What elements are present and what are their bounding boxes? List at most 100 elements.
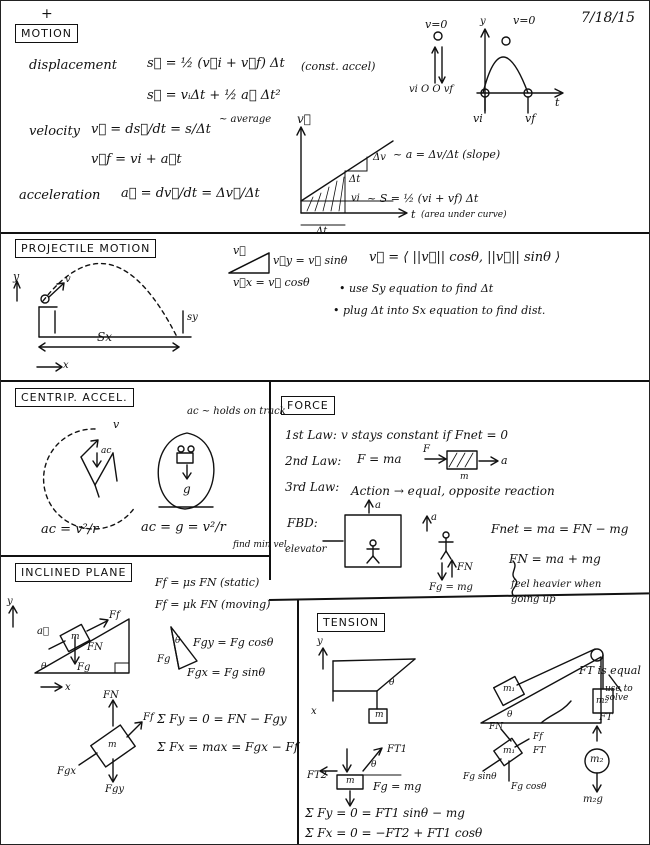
tension-ft1: FT1 bbox=[387, 744, 407, 755]
tension-axis-y: y bbox=[317, 636, 323, 647]
centrip-eq-2: ac = g = v²/r bbox=[141, 520, 226, 535]
fbd-incline-ff: Ff bbox=[143, 712, 154, 723]
velocity-eq: v⃗ = ds⃗/dt = s/Δt bbox=[91, 122, 211, 137]
triangle-v: v⃗ bbox=[233, 244, 246, 257]
graph-vi: vi bbox=[351, 193, 360, 204]
force-law2: F = ma bbox=[357, 452, 402, 466]
tension-theta: θ bbox=[389, 678, 395, 688]
fig-vi: vi bbox=[473, 112, 483, 125]
ff-static: Ff = μs FN (static) bbox=[155, 576, 260, 589]
ff-moving: Ff = μk FN (moving) bbox=[155, 598, 271, 611]
force-law3: Action → equal, opposite reaction bbox=[351, 484, 555, 498]
incline-sum-fy: Σ Fy = 0 = FN − Fgy bbox=[157, 712, 287, 726]
proj-label-v: v bbox=[65, 274, 71, 285]
fig-vi-vf: vi O O vf bbox=[409, 84, 454, 95]
proj-label-sy: sy bbox=[187, 312, 198, 323]
section-divider bbox=[1, 380, 649, 382]
tension-ft-note-2: use to solve bbox=[605, 684, 633, 703]
graph-area-note: (area under curve) bbox=[421, 210, 507, 220]
section-divider-vertical bbox=[297, 599, 299, 844]
centrip-ac: ac bbox=[101, 446, 112, 456]
velocity-vector-eq: v⃗ = ⟨ ||v⃗|| cosθ, ||v⃗|| sinθ ⟩ bbox=[369, 250, 561, 265]
centrip-ac-note: ac ~ holds on track bbox=[187, 406, 286, 417]
fbd-fg: Fg = mg bbox=[429, 582, 473, 593]
fbd-incline-m: m bbox=[108, 740, 117, 750]
graph-dt-bottom: Δt bbox=[316, 227, 327, 237]
fbd-a: a bbox=[375, 500, 381, 511]
law2-a: a bbox=[501, 454, 508, 467]
displacement-eq-1-note: (const. accel) bbox=[301, 60, 376, 73]
centrip-g: g bbox=[183, 482, 191, 496]
velocity-note: ~ average bbox=[219, 114, 272, 125]
tension-ff: Ff bbox=[533, 732, 543, 742]
tension-fg: Fg = mg bbox=[373, 780, 422, 793]
fbd-incline-fgx: Fgx bbox=[57, 766, 76, 777]
fnet-eq: Fnet = ma = FN − mg bbox=[491, 522, 629, 536]
fig-v0-top: v=0 bbox=[513, 14, 536, 27]
tension-ft: FT bbox=[599, 712, 613, 723]
graph-slope: ~ a = Δv/Δt (slope) bbox=[393, 148, 501, 161]
centrip-eq-1: ac = v²/r bbox=[41, 522, 99, 537]
force-law1: v stays constant if Fnet = 0 bbox=[341, 428, 509, 442]
proj-bullet-1-text: use Sy equation to find Δt bbox=[349, 282, 494, 295]
proj-bullet-2-text: plug Δt into Sx equation to find dist. bbox=[343, 304, 546, 317]
tension-theta-2: θ bbox=[371, 760, 377, 770]
section-divider-vertical bbox=[269, 380, 271, 580]
triangle-vx: v⃗x = v⃗ cosθ bbox=[233, 276, 310, 289]
tension-m2g: m₂g bbox=[583, 794, 603, 805]
proj-bullet-1: • use Sy equation to find Δt bbox=[339, 282, 494, 295]
graph-area: ~ S = ½ (vi + vf) Δt bbox=[367, 192, 479, 205]
tension-m1-fbd: m₁ bbox=[503, 746, 516, 756]
displacement-eq-1: s⃗ = ½ (v⃗i + v⃗f) Δt bbox=[147, 56, 285, 71]
feel-heavier-note: feel heavier when going up bbox=[511, 579, 602, 605]
centrip-v: v bbox=[113, 418, 120, 431]
fn-eq: FN = ma + mg bbox=[509, 552, 601, 566]
tension-m-2: m bbox=[346, 776, 355, 786]
force-header: FORCE bbox=[281, 396, 335, 416]
fig-v0-left: v=0 bbox=[425, 18, 448, 31]
tension-header: TENSION bbox=[317, 613, 386, 633]
tension-theta-3: θ bbox=[507, 710, 513, 720]
section-divider bbox=[1, 555, 269, 557]
fbd-incline-fn: FN bbox=[103, 690, 119, 701]
plus-mark: + bbox=[41, 6, 53, 22]
graph-t-axis: t bbox=[411, 208, 416, 221]
displacement-eq-2: s⃗ = vᵢΔt + ½ a⃗ Δt² bbox=[147, 88, 281, 103]
tension-sum-fy: Σ Fy = 0 = FT1 sinθ − mg bbox=[305, 806, 465, 820]
tension-axis-x: x bbox=[311, 706, 317, 717]
fig-vf: vf bbox=[525, 112, 536, 125]
incline-axis-x: x bbox=[65, 682, 71, 693]
force-law3-label: 3rd Law: bbox=[285, 480, 340, 494]
graph-dv: Δv bbox=[373, 152, 386, 163]
tension-fgsin: Fg sinθ bbox=[463, 772, 497, 782]
proj-axis-x: x bbox=[63, 360, 69, 371]
page-date: 7/18/15 bbox=[581, 10, 635, 26]
incline-fg: Fg bbox=[77, 662, 91, 673]
projectile-header: PROJECTILE MOTION bbox=[15, 239, 157, 259]
tension-sum-fx: Σ Fx = 0 = −FT2 + FT1 cosθ bbox=[305, 826, 483, 840]
fbd-a2: a bbox=[431, 512, 437, 523]
tension-ft-small: FT bbox=[533, 746, 546, 756]
inclined-header: INCLINED PLANE bbox=[15, 563, 133, 583]
motion-header: MOTION bbox=[15, 24, 78, 44]
centrip-eq-2-note: find min vel. bbox=[233, 540, 290, 550]
incline-sum-fx: Σ Fx = max = Fgx − Ff bbox=[157, 740, 299, 754]
fgy-eq: Fgy = Fg cosθ bbox=[193, 636, 274, 649]
velocity-label: velocity bbox=[29, 124, 81, 139]
incline-fn: FN bbox=[87, 642, 103, 653]
tension-ft2: FT2 bbox=[307, 770, 327, 781]
force-law2-label: 2nd Law: bbox=[285, 454, 342, 468]
incline-theta-small: θ bbox=[175, 636, 181, 646]
section-divider bbox=[1, 232, 649, 234]
graph-v-axis: v⃗ bbox=[297, 112, 311, 126]
acceleration-label: acceleration bbox=[19, 188, 101, 203]
law2-m: m bbox=[460, 472, 469, 482]
